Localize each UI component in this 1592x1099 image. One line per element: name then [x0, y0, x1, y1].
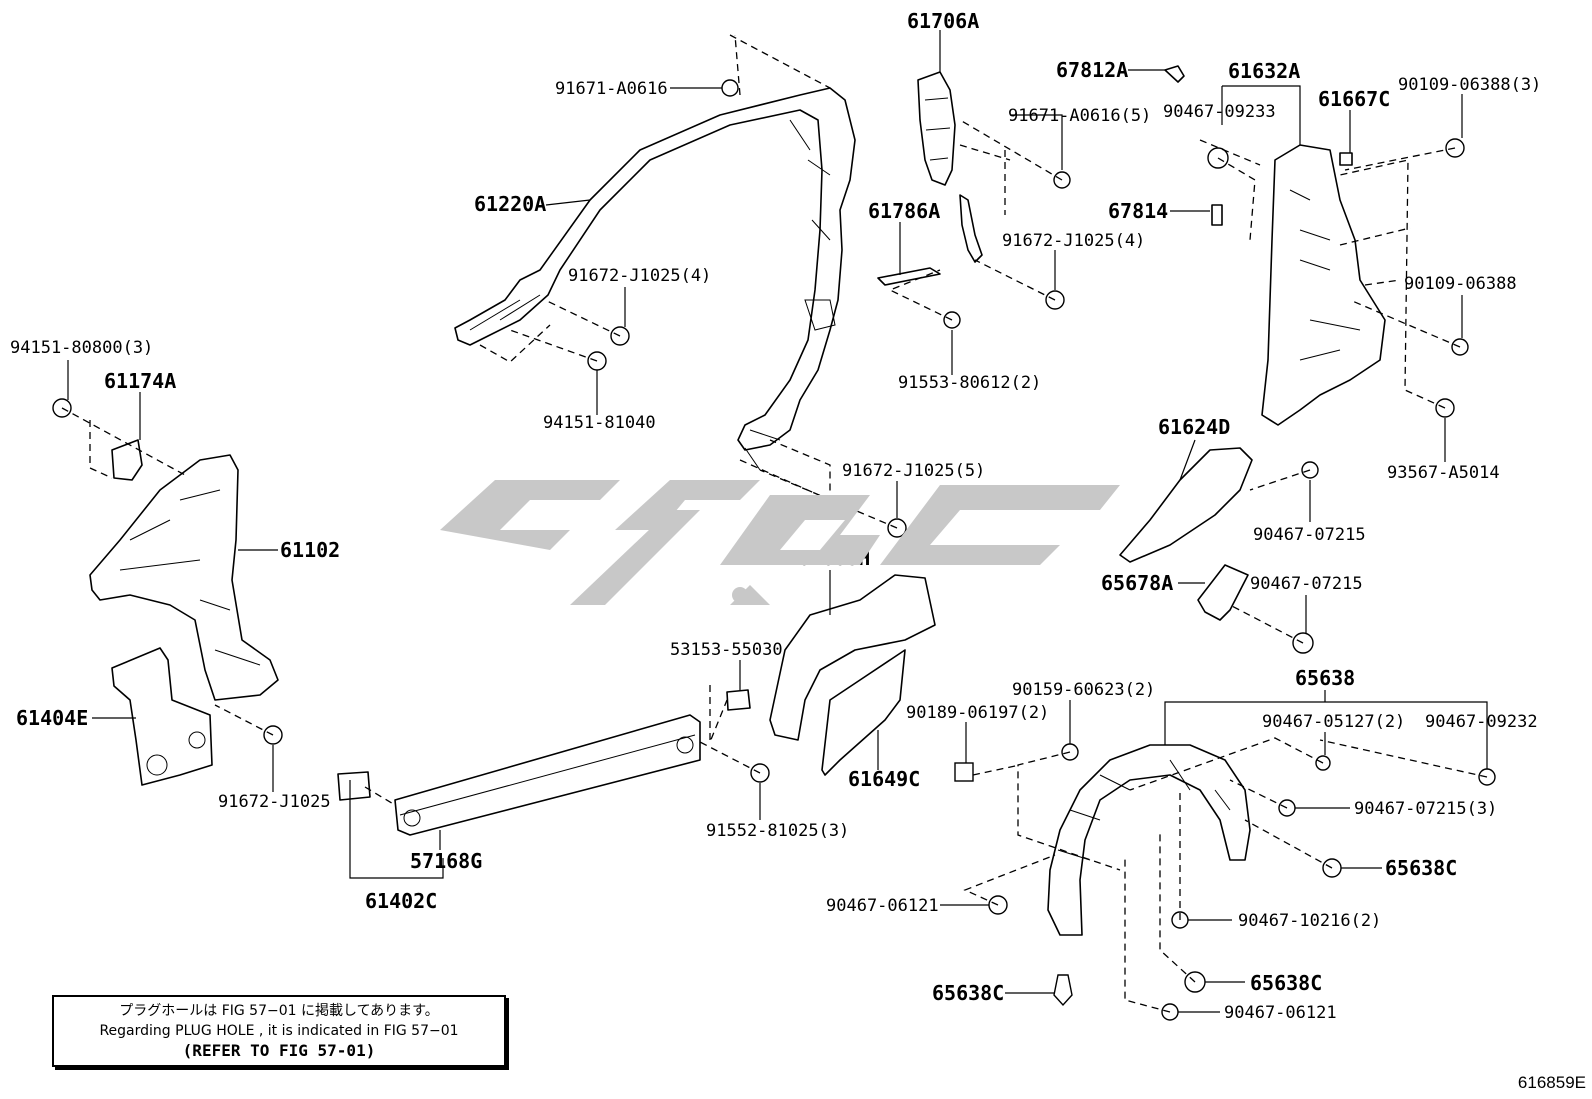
- part-67812a-shape: [1164, 65, 1185, 83]
- label-67812a: 67812A: [1056, 58, 1128, 82]
- label-91672-j1025-4a: 91672-J1025(4): [568, 266, 711, 286]
- label-90467-05127-2: 90467-05127(2): [1262, 712, 1405, 732]
- label-90467-07215-b: 90467-07215: [1250, 574, 1363, 594]
- label-61402c: 61402C: [365, 889, 437, 913]
- label-65638c-a: 65638C: [1385, 856, 1457, 880]
- label-90109-06388: 90109-06388: [1404, 274, 1517, 294]
- label-91671-a0616: 91671-A0616: [555, 79, 668, 99]
- part-53153-shape: [726, 689, 751, 711]
- leader-lines: [67, 30, 1488, 1013]
- label-57168g: 57168G: [410, 849, 482, 873]
- part-61649c-shape: [821, 649, 906, 776]
- fastener-65638c-c: [1053, 974, 1073, 1007]
- part-61404e-shape: [111, 647, 213, 786]
- figure-id: 616859E: [1517, 1073, 1586, 1092]
- label-90467-09232: 90467-09232: [1425, 712, 1538, 732]
- label-90467-10216-2: 90467-10216(2): [1238, 911, 1381, 931]
- part-61402c-shape: [337, 771, 371, 801]
- part-61624d-shape: [1119, 447, 1253, 563]
- part-65638-shape: [1047, 744, 1251, 936]
- part-67814-shape: [1211, 204, 1223, 226]
- label-53153-55030: 53153-55030: [670, 640, 783, 660]
- note-line-japanese: プラグホールは FIG 57−01 に掲載してあります。: [119, 1003, 439, 1019]
- part-61608h-shape: [769, 574, 936, 741]
- part-61102-shape: [89, 454, 279, 701]
- label-65638: 65638: [1295, 666, 1355, 690]
- label-65638c-c: 65638C: [932, 981, 1004, 1005]
- label-93567-a5014: 93567-A5014: [1387, 463, 1500, 483]
- note-line-refer: (REFER TO FIG 57-01): [182, 1041, 376, 1060]
- label-61220a: 61220A: [474, 192, 546, 216]
- fastener-90189-06197: [954, 762, 974, 782]
- label-61174a: 61174A: [104, 369, 176, 393]
- label-90467-06121-b: 90467-06121: [1224, 1003, 1337, 1023]
- label-61102: 61102: [280, 538, 340, 562]
- label-91553-80612-2: 91553-80612(2): [898, 373, 1041, 393]
- fastener-91671-a0616: [721, 79, 739, 97]
- part-61220a-shape: [454, 87, 856, 471]
- part-57168g-shape: [394, 714, 701, 836]
- part-61667c-shape: [1339, 152, 1353, 166]
- label-65638c-b: 65638C: [1250, 971, 1322, 995]
- part-61786a-shape: [877, 267, 941, 286]
- label-90109-06388-3: 90109-06388(3): [1398, 75, 1541, 95]
- label-61667c: 61667C: [1318, 87, 1390, 111]
- label-90467-07215-3: 90467-07215(3): [1354, 799, 1497, 819]
- label-61786a: 61786A: [868, 199, 940, 223]
- part-65678a-shape: [1197, 564, 1249, 621]
- label-91671-a0616-5: 91671-A0616(5): [1008, 106, 1151, 126]
- label-91672-j1025-5: 91672-J1025(5): [842, 461, 985, 481]
- part-61174a-shape: [111, 439, 143, 481]
- label-91552-81025-3: 91552-81025(3): [706, 821, 849, 841]
- part-61706a-shape: [917, 71, 983, 263]
- reference-note: プラグホールは FIG 57−01 に掲載してあります。 Regarding P…: [52, 995, 506, 1067]
- label-94151-80800-3: 94151-80800(3): [10, 338, 153, 358]
- part-61632a-shape: [1261, 144, 1386, 426]
- label-94151-81040: 94151-81040: [543, 413, 656, 433]
- label-61632a: 61632A: [1228, 59, 1300, 83]
- label-61404e: 61404E: [16, 706, 88, 730]
- label-67814: 67814: [1108, 199, 1168, 223]
- label-90159-60623-2: 90159-60623(2): [1012, 680, 1155, 700]
- label-61649c: 61649C: [848, 767, 920, 791]
- label-90467-07215-a: 90467-07215: [1253, 525, 1366, 545]
- label-65678a: 65678A: [1101, 571, 1173, 595]
- label-61624d: 61624D: [1158, 415, 1230, 439]
- label-61706a: 61706A: [907, 9, 979, 33]
- part-labels: 61706A 67812A 61632A 61667C 90109-06388(…: [10, 9, 1541, 1023]
- watermark-logo: [440, 480, 1120, 605]
- label-90467-09233: 90467-09233: [1163, 102, 1276, 122]
- label-90467-06121-a: 90467-06121: [826, 896, 939, 916]
- label-90189-06197-2: 90189-06197(2): [906, 703, 1049, 723]
- label-91672-j1025-4b: 91672-J1025(4): [1002, 231, 1145, 251]
- note-line-english: Regarding PLUG HOLE , it is indicated in…: [99, 1023, 459, 1039]
- label-91672-j1025: 91672-J1025: [218, 792, 331, 812]
